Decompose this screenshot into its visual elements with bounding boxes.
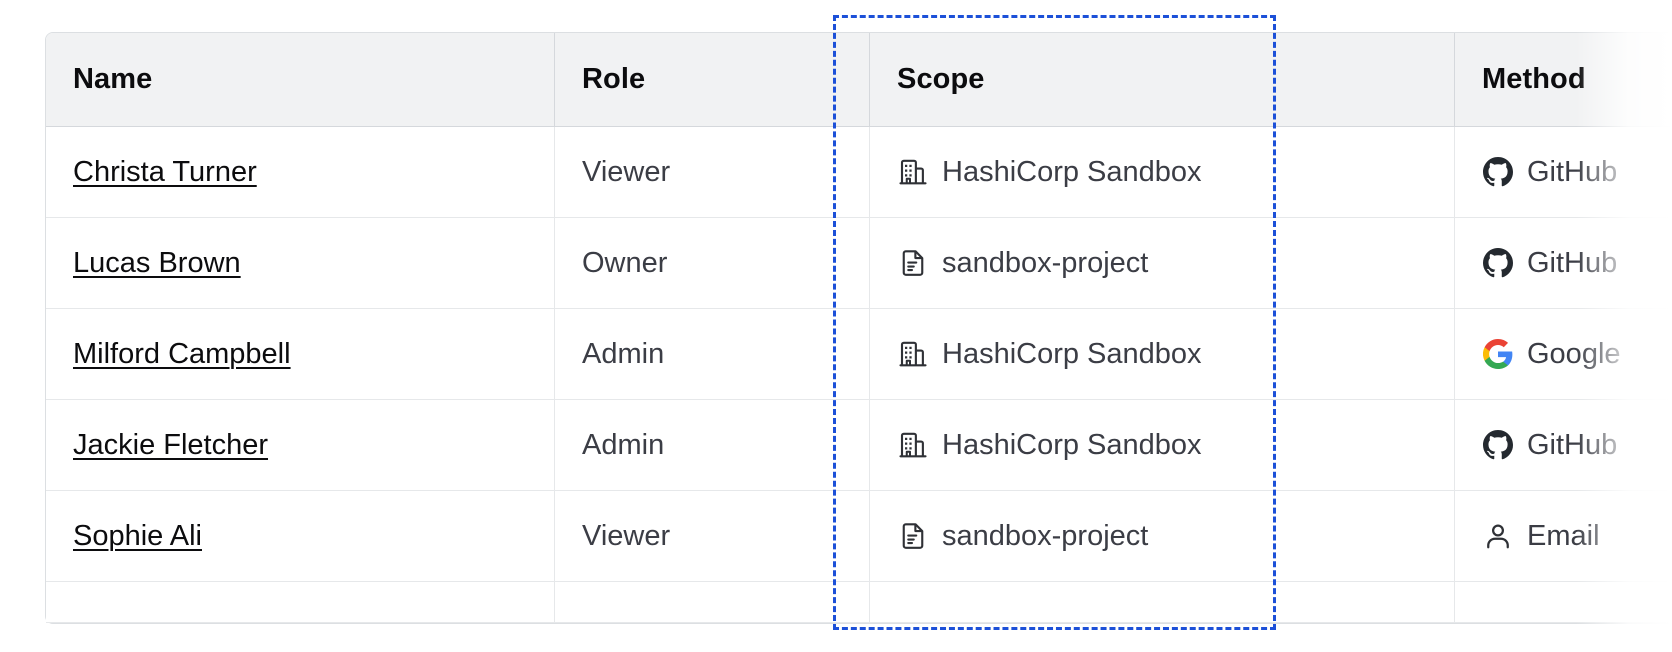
cell-scope: sandbox-project xyxy=(870,218,1455,309)
cell-method-label: GitHub xyxy=(1527,155,1618,188)
cell-method-content: Google xyxy=(1482,338,1672,371)
member-name-link[interactable]: Jackie Fletcher xyxy=(73,428,269,461)
cell-method: GitHub xyxy=(1455,218,1672,309)
github-icon xyxy=(1482,156,1514,188)
cell-method: GitHub xyxy=(1455,400,1672,491)
table-row[interactable]: Sophie Ali Viewer sandbox-project Email xyxy=(46,491,1672,582)
member-name-link[interactable]: Christa Turner xyxy=(73,155,257,188)
cell-scope-content: sandbox-project xyxy=(897,520,1454,553)
cell-name: Lucas Brown xyxy=(46,218,555,309)
project-document-icon xyxy=(897,520,929,552)
email-person-icon xyxy=(1482,520,1514,552)
column-header-scope[interactable]: Scope xyxy=(870,33,1455,127)
column-header-method[interactable]: Method xyxy=(1455,33,1672,127)
organization-building-icon xyxy=(897,429,929,461)
cell-method: GitHub xyxy=(1455,127,1672,218)
cell-method xyxy=(1455,582,1672,623)
cell-method-content: GitHub xyxy=(1482,429,1672,462)
github-icon xyxy=(1482,247,1514,279)
table-header: Name Role Scope Method xyxy=(46,33,1672,127)
table-row[interactable]: Lucas Brown Owner sandbox-project GitHub xyxy=(46,218,1672,309)
cell-scope: HashiCorp Sandbox xyxy=(870,127,1455,218)
organization-building-icon xyxy=(897,338,929,370)
cell-method-content: GitHub xyxy=(1482,247,1672,280)
cell-method-label: Email xyxy=(1527,519,1600,552)
member-name-link[interactable]: Lucas Brown xyxy=(73,246,241,279)
cell-scope: HashiCorp Sandbox xyxy=(870,400,1455,491)
member-name-link[interactable]: Milford Campbell xyxy=(73,337,291,370)
cell-name: Christa Turner xyxy=(46,127,555,218)
cell-scope-content: HashiCorp Sandbox xyxy=(897,156,1454,189)
cell-scope-label: sandbox-project xyxy=(942,246,1149,279)
google-icon xyxy=(1482,338,1514,370)
cell-scope-content: sandbox-project xyxy=(897,247,1454,280)
column-header-role[interactable]: Role xyxy=(555,33,870,127)
cell-name: Jackie Fletcher xyxy=(46,400,555,491)
cell-role: Owner xyxy=(555,218,870,309)
cell-name xyxy=(46,582,555,623)
organization-building-icon xyxy=(897,156,929,188)
table-row[interactable]: Christa Turner Viewer HashiCorp Sandbox Git… xyxy=(46,127,1672,218)
table-header-row: Name Role Scope Method xyxy=(46,33,1672,127)
cell-method-content: Email xyxy=(1482,520,1672,553)
cell-role: Viewer xyxy=(555,127,870,218)
cell-scope-label: HashiCorp Sandbox xyxy=(942,428,1202,461)
cell-method: Email xyxy=(1455,491,1672,582)
project-document-icon xyxy=(897,247,929,279)
cell-scope xyxy=(870,582,1455,623)
cell-scope-content: HashiCorp Sandbox xyxy=(897,338,1454,371)
cell-name: Sophie Ali xyxy=(46,491,555,582)
cell-scope-label: sandbox-project xyxy=(942,519,1149,552)
table-row[interactable]: Jackie Fletcher Admin HashiCorp Sandbox Git… xyxy=(46,400,1672,491)
cell-method-label: GitHub xyxy=(1527,246,1618,279)
cell-scope-label: HashiCorp Sandbox xyxy=(942,337,1202,370)
cell-name: Milford Campbell xyxy=(46,309,555,400)
cell-scope-label: HashiCorp Sandbox xyxy=(942,155,1202,188)
table-row[interactable] xyxy=(46,582,1672,623)
cell-role: Admin xyxy=(555,309,870,400)
cell-method-label: GitHub xyxy=(1527,428,1618,461)
table-row[interactable]: Milford Campbell Admin HashiCorp Sandbox Go… xyxy=(46,309,1672,400)
cell-method: Google xyxy=(1455,309,1672,400)
github-icon xyxy=(1482,429,1514,461)
cell-method-content: GitHub xyxy=(1482,156,1672,189)
cell-role xyxy=(555,582,870,623)
column-header-name[interactable]: Name xyxy=(46,33,555,127)
cell-scope-content: HashiCorp Sandbox xyxy=(897,429,1454,462)
cell-scope: HashiCorp Sandbox xyxy=(870,309,1455,400)
cell-method-label: Google xyxy=(1527,337,1621,370)
cell-role: Admin xyxy=(555,400,870,491)
cell-role: Viewer xyxy=(555,491,870,582)
cell-scope: sandbox-project xyxy=(870,491,1455,582)
member-name-link[interactable]: Sophie Ali xyxy=(73,519,202,552)
